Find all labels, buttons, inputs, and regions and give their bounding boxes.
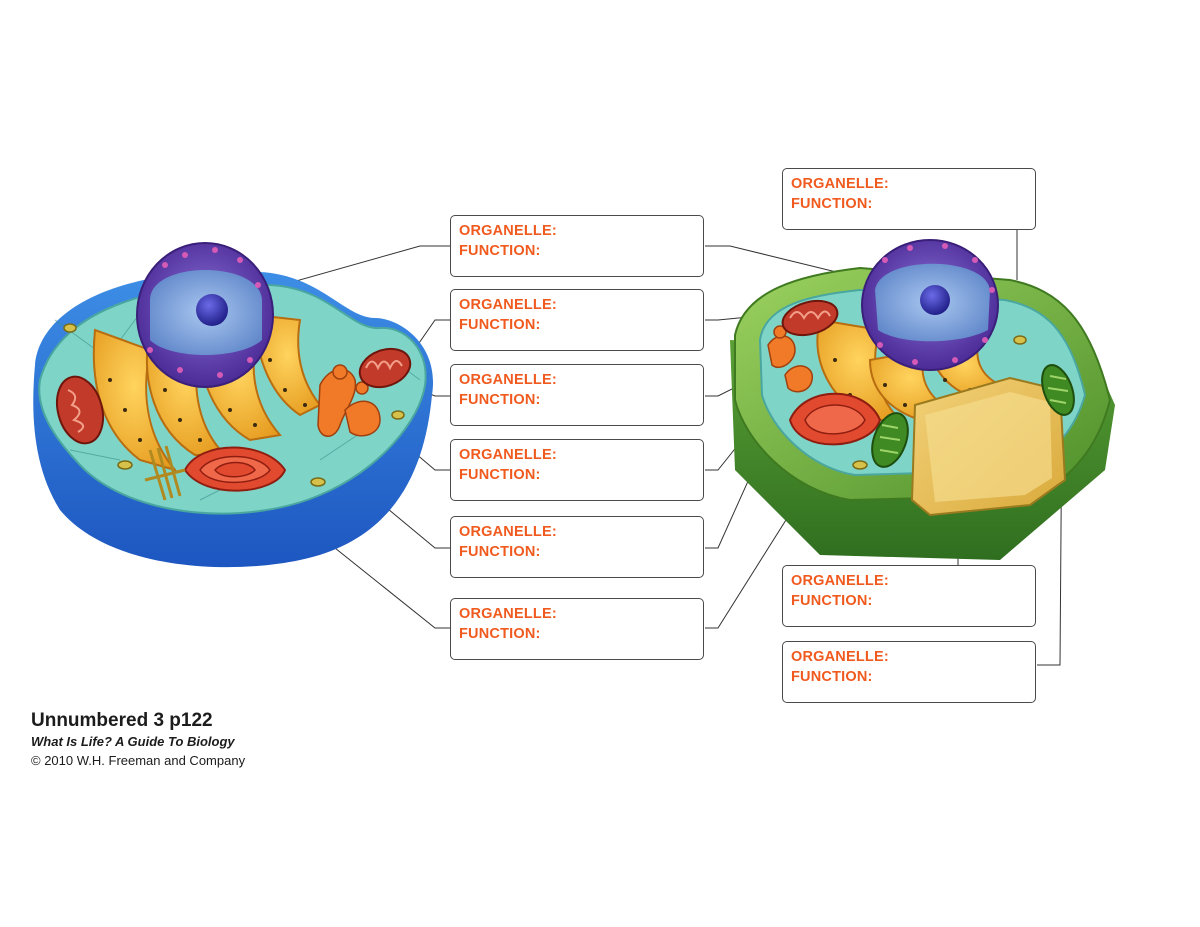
animal-mitochondrion-right — [358, 347, 412, 389]
organelle-label: ORGANELLE: — [791, 649, 889, 665]
organelle-label: ORGANELLE: — [791, 176, 889, 192]
organelle-label: ORGANELLE: — [791, 573, 889, 589]
organelle-label: ORGANELLE: — [459, 372, 557, 388]
function-label: FUNCTION: — [459, 243, 541, 259]
figure-number: Unnumbered 3 p122 — [31, 710, 213, 731]
function-label: FUNCTION: — [459, 626, 541, 642]
organelle-label: ORGANELLE: — [459, 297, 557, 313]
plant-vacuole — [910, 376, 1067, 517]
animal-vesicles — [63, 323, 405, 487]
function-label: FUNCTION: — [459, 317, 541, 333]
leader-line-animal-nucleus — [242, 245, 450, 297]
plant-nucleus — [861, 239, 999, 371]
book-title: What Is Life? A Guide To Biology — [31, 734, 235, 749]
plant-cell — [730, 239, 1115, 560]
plant-mitochondrion — [781, 299, 839, 337]
label-box-cytoplasm[interactable]: ORGANELLE: FUNCTION: — [450, 516, 704, 578]
label-box-animal-nucleus[interactable]: ORGANELLE: FUNCTION: — [450, 215, 704, 277]
function-label: FUNCTION: — [459, 467, 541, 483]
plant-golgi — [788, 392, 882, 446]
plant-chloroplast-left — [871, 412, 909, 468]
animal-golgi — [183, 446, 287, 492]
organelle-label: ORGANELLE: — [459, 447, 557, 463]
organelle-label: ORGANELLE: — [459, 606, 557, 622]
label-box-vacuole[interactable]: ORGANELLE: FUNCTION: — [782, 565, 1036, 627]
label-box-rough-er[interactable]: ORGANELLE: FUNCTION: — [450, 598, 704, 660]
copyright-line: © 2010 W.H. Freeman and Company — [31, 753, 246, 768]
organelle-label: ORGANELLE: — [459, 223, 557, 239]
plant-chloroplast-right — [1041, 364, 1075, 416]
animal-mitochondrion-left — [55, 375, 105, 445]
animal-nucleus — [136, 242, 274, 388]
label-box-golgi[interactable]: ORGANELLE: FUNCTION: — [450, 364, 704, 426]
plant-vesicles — [852, 335, 1027, 470]
label-box-cell-wall[interactable]: ORGANELLE: FUNCTION: — [782, 168, 1036, 230]
label-box-chloroplast[interactable]: ORGANELLE: FUNCTION: — [782, 641, 1036, 703]
animal-smooth-er — [317, 364, 381, 437]
function-label: FUNCTION: — [791, 669, 873, 685]
function-label: FUNCTION: — [791, 196, 873, 212]
animal-cell — [33, 242, 434, 568]
animal-centrioles — [144, 445, 186, 501]
function-label: FUNCTION: — [791, 593, 873, 609]
organelle-label: ORGANELLE: — [459, 524, 557, 540]
figure-credit: Unnumbered 3 p122 What Is Life? A Guide … — [31, 710, 245, 770]
function-label: FUNCTION: — [459, 544, 541, 560]
function-label: FUNCTION: — [459, 392, 541, 408]
plant-smooth-er — [767, 325, 813, 393]
label-box-smooth-er[interactable]: ORGANELLE: FUNCTION: — [450, 439, 704, 501]
label-box-mitochondrion[interactable]: ORGANELLE: FUNCTION: — [450, 289, 704, 351]
